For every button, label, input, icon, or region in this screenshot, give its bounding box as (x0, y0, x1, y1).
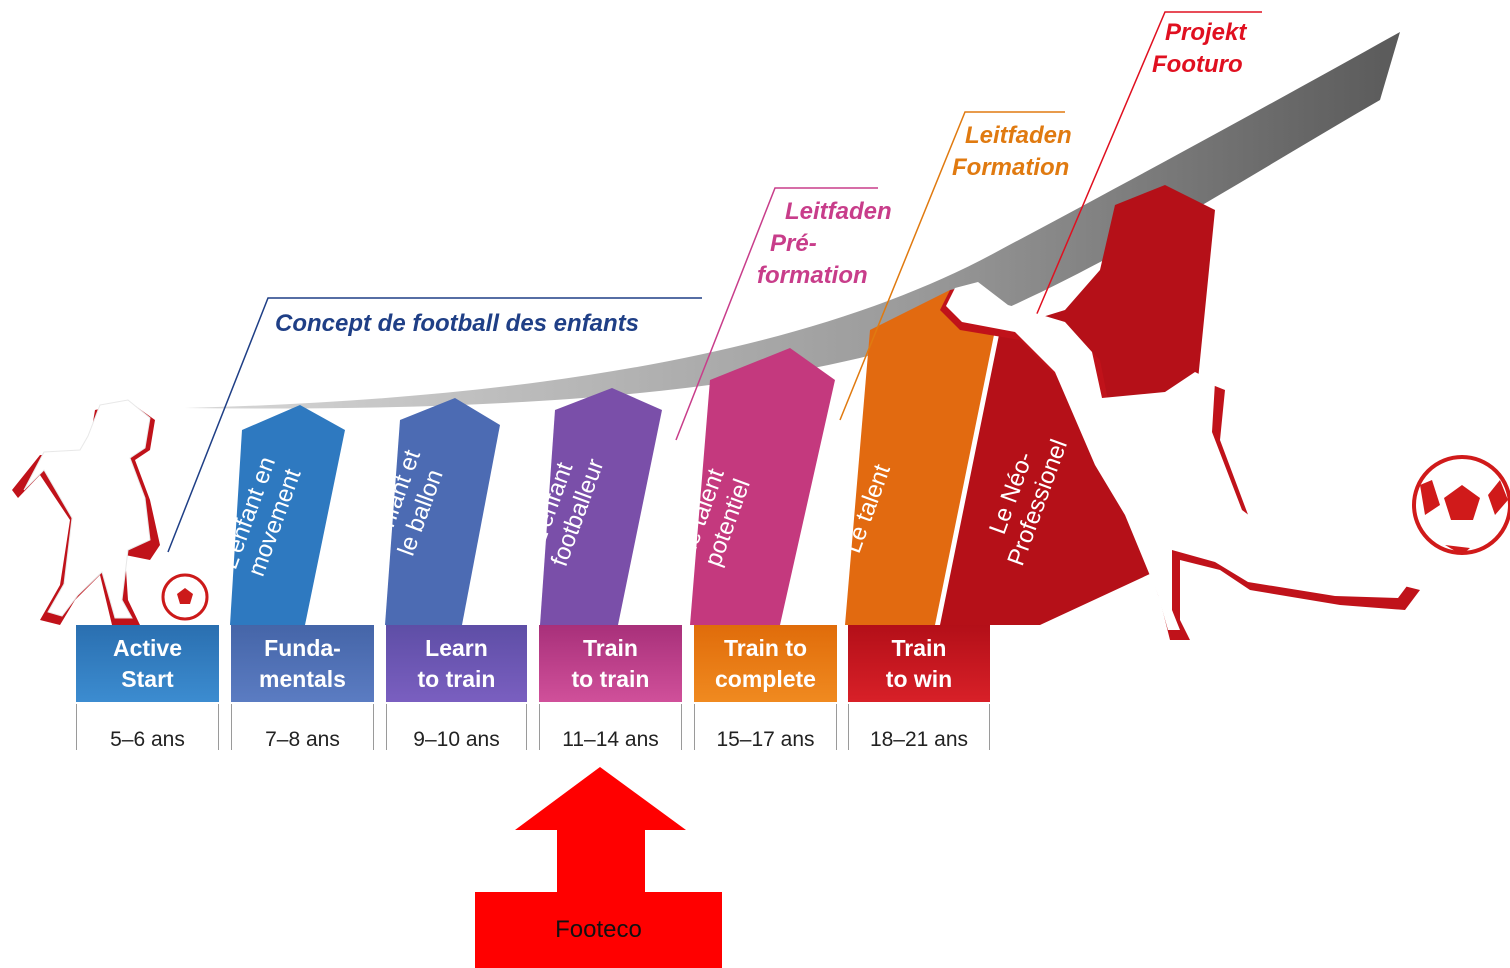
age-label: 9–10 ans (413, 728, 500, 751)
stage-label-line2: mentals (259, 665, 346, 692)
stage-fundamentals: Funda- mentals (231, 625, 374, 702)
tag-formation-line1: Leitfaden (965, 122, 1072, 149)
tag-formation-line2: Formation (952, 154, 1070, 181)
tag-preformation-line1: Leitfaden (785, 198, 892, 225)
age-train-to-win: 18–21 ans (848, 704, 990, 751)
stage-train-to-complete: Train to complete (694, 625, 837, 702)
adult-player-figure (940, 282, 1420, 640)
footuro-leader-line (1029, 11, 1262, 331)
column-enfant-et-le-ballon (385, 398, 500, 625)
stage-learn-to-train: Learn to train (386, 625, 527, 702)
stage-label-line1: Funda- (264, 634, 341, 661)
stage-label-line1: Train (583, 634, 638, 661)
stage-label-line1: Train (891, 634, 947, 661)
age-learn-to-train: 9–10 ans (386, 704, 527, 751)
column-talent-potentiel (690, 348, 835, 625)
tag-preformation-line2: Pré- (770, 230, 817, 257)
stage-label-line1: Train to (723, 634, 808, 661)
ball-small (161, 573, 209, 621)
age-label: 7–8 ans (265, 728, 340, 751)
footeco-label: Footeco (555, 916, 642, 943)
column-talent (845, 290, 995, 625)
stage-train-to-train: Train to train (539, 625, 682, 702)
stage-train-to-win: Train to win (848, 625, 990, 702)
stage-label-line1: Learn (425, 634, 488, 661)
stage-label-line2: complete (715, 665, 816, 692)
age-train-to-complete: 15–17 ans (694, 704, 837, 751)
stage-label-line1: Active (112, 634, 183, 661)
age-label: 18–21 ans (869, 728, 969, 751)
stage-active-start: Active Start (76, 625, 219, 702)
concept-leader-line (167, 297, 702, 553)
age-label: 15–17 ans (716, 728, 815, 751)
tag-preformation-line3: formation (757, 262, 868, 289)
stage-label-line2: Start (121, 665, 174, 692)
child-player-figure (12, 399, 160, 625)
tag-footuro-line2: Footuro (1152, 51, 1243, 78)
age-active-start: 5–6 ans (76, 704, 219, 751)
tag-concept: Concept de football des enfants (275, 310, 640, 337)
footeco-box: Footeco (475, 892, 722, 968)
column-enfant-en-movement (230, 405, 345, 625)
stage-label-line2: to train (571, 665, 650, 692)
age-train-to-train: 11–14 ans (539, 704, 682, 751)
footeco-arrow-icon (515, 767, 686, 892)
stage-label-line2: to win (885, 665, 953, 692)
tag-footuro-line1: Projekt (1165, 19, 1247, 46)
column-enfant-footballeur (540, 388, 662, 625)
age-fundamentals: 7–8 ans (231, 704, 374, 751)
ball-large (1412, 455, 1510, 555)
preformation-leader-line (675, 187, 878, 441)
age-label: 5–6 ans (110, 728, 185, 751)
formation-leader-line (839, 111, 1065, 421)
age-label: 11–14 ans (562, 728, 659, 751)
stage-label-line2: to train (417, 665, 496, 692)
